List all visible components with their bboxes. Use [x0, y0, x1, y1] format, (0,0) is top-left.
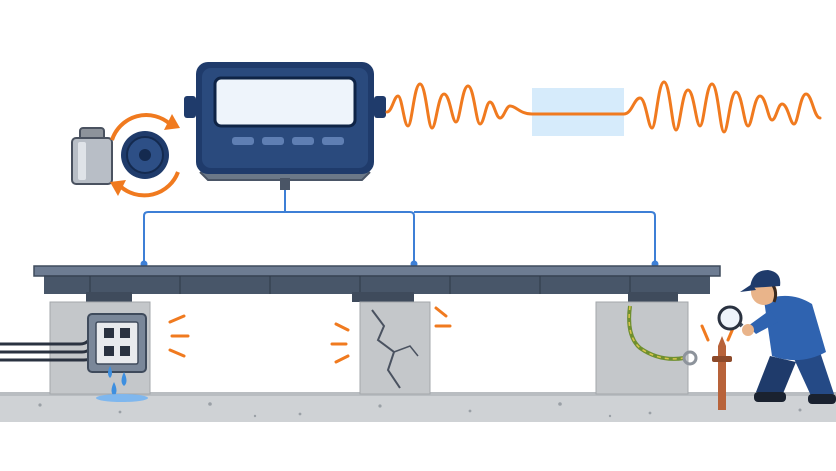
calibration-dial-icon: [110, 113, 180, 198]
weighbridge-deck-icon: [33, 265, 721, 302]
test-weight-icon: [71, 127, 113, 185]
inspector-with-magnifier-icon: [717, 270, 836, 404]
ground-cable-icon: [627, 305, 698, 366]
alert-mark-center: [330, 306, 452, 364]
cracked-foundation-icon: [359, 301, 431, 395]
weighing-indicator-icon: [184, 62, 386, 190]
alert-mark-left: [168, 314, 190, 358]
water-drip-icon: [96, 366, 148, 402]
load-cell-wiring: [143, 190, 656, 264]
ground-rod-icon: [712, 336, 732, 410]
junction-box-icon: [87, 313, 147, 373]
signal-noise-wave-icon: [385, 80, 822, 136]
